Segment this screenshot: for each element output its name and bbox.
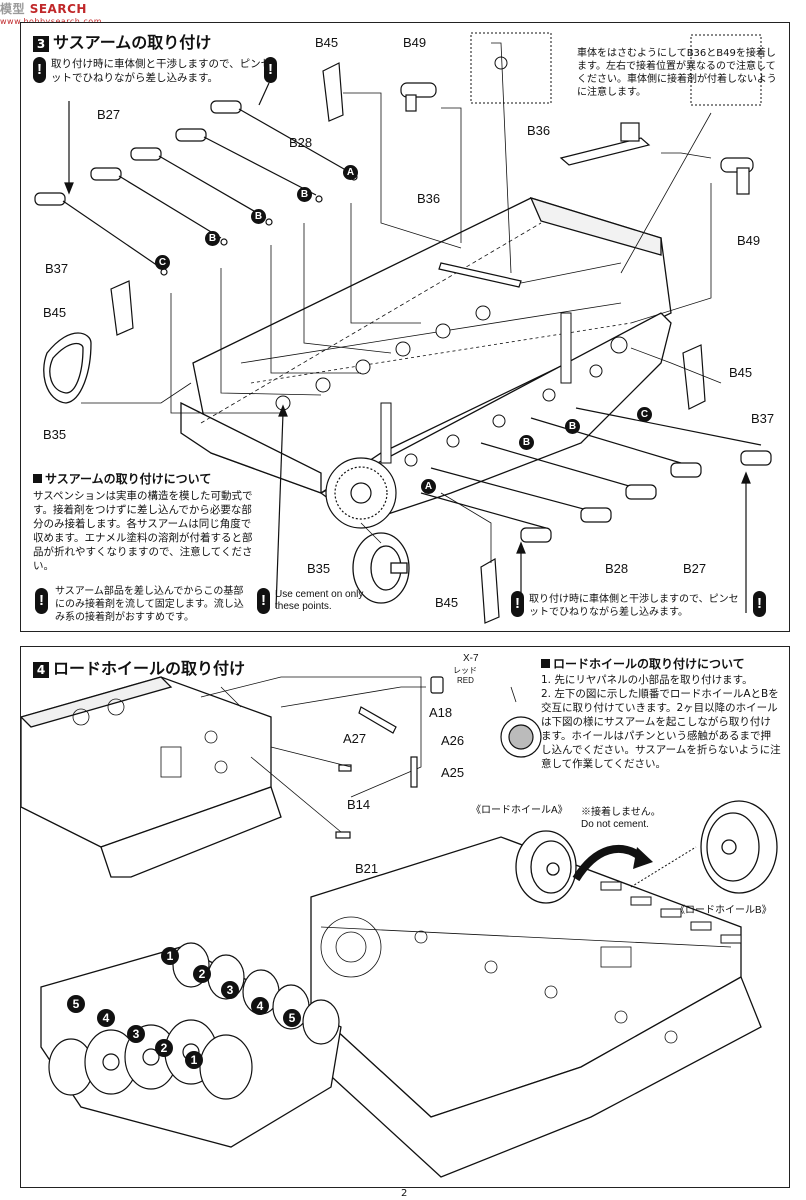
part-label: B49	[737, 233, 761, 248]
order-number: 3	[127, 1025, 145, 1043]
marker-b: B	[519, 435, 534, 450]
warn-bottom-right: 取り付け時に車体側と干渉しますので、ピンセットでひねりながら差し込みます。	[529, 594, 739, 618]
part-label: B36	[417, 191, 441, 206]
step3-title-text: サスアームの取り付け	[53, 33, 212, 52]
warning-icon: !	[264, 57, 277, 83]
part-label: B45	[315, 35, 339, 50]
part-label: B45	[43, 305, 67, 320]
order-number: 2	[155, 1039, 173, 1057]
step3-drawing	[34, 32, 772, 624]
warning-icon: !	[257, 588, 270, 614]
part-label: B28	[605, 561, 629, 576]
part-label: A27	[343, 731, 367, 746]
part-label: B36	[527, 123, 551, 138]
marker-b: B	[565, 419, 580, 434]
warn-top-left: 取り付け時に車体側と干渉しますので、ピンセットでひねりながら差し込みます。	[51, 58, 272, 84]
step4-number: 4	[33, 661, 49, 678]
order-number: 1	[161, 947, 179, 965]
part-label: B35	[307, 561, 331, 576]
part-label: B35	[43, 427, 67, 442]
warn-bottom-en: Use cement on only these points.	[275, 589, 364, 612]
warning-icon: !	[753, 591, 766, 617]
note-top-right: 車体をはさむようにしてB36とB49を接着します。左右で接着位置が異なるので注意…	[577, 48, 777, 98]
watermark: 模型 SEARCH www.hobbysearch.com	[0, 0, 102, 26]
marker-b: B	[297, 187, 312, 202]
order-number: 4	[97, 1009, 115, 1027]
part-label: B28	[289, 135, 313, 150]
about-text: サスペンションは実車の構造を模した可動式です。接着剤をつけずに差し込んでから必要…	[33, 490, 253, 572]
page-number: 2	[401, 1188, 408, 1199]
part-label: B27	[97, 107, 121, 122]
wheel-b-label: 《ロードホイールB》	[675, 905, 772, 916]
no-cement-jp: ※接着しません。	[581, 807, 661, 818]
part-label: A25	[441, 765, 465, 780]
paint-jp: レッド	[453, 666, 477, 675]
part-label: A26	[441, 733, 465, 748]
part-label: B37	[751, 411, 775, 426]
marker-a: A	[343, 165, 358, 180]
part-label: B14	[347, 797, 371, 812]
no-cement-en: Do not cement.	[581, 819, 649, 830]
order-number: 3	[221, 981, 239, 999]
step4-title-text: ロードホイールの取り付け	[53, 659, 246, 678]
warn-bottom-left: サスアーム部品を差し込んでからこの基部にのみ接着剤を流して固定します。流し込み系…	[55, 586, 244, 623]
part-label: B45	[435, 595, 459, 610]
about-heading: サスアームの取り付けについて	[33, 470, 211, 487]
step4-drawing	[21, 676, 778, 1178]
marker-a: A	[421, 479, 436, 494]
step3-number: 3	[33, 35, 49, 52]
order-number: 2	[193, 965, 211, 983]
part-label: B21	[355, 861, 379, 876]
paint-code: X-7	[463, 653, 479, 664]
order-number: 5	[67, 995, 85, 1013]
watermark-part1: 模型	[0, 2, 26, 16]
order-number: 1	[185, 1051, 203, 1069]
about-text: 1. 先にリヤパネルの小部品を取り付けます。 2. 左下の図に示した順番でロード…	[541, 674, 781, 770]
warning-icon: !	[511, 591, 524, 617]
paint-en: RED	[457, 676, 474, 685]
wheel-a-label: 《ロードホイールA》	[471, 805, 568, 816]
marker-c: C	[155, 255, 170, 270]
order-number: 5	[283, 1009, 301, 1027]
marker-c: C	[637, 407, 652, 422]
part-label: A18	[429, 705, 453, 720]
part-label: B37	[45, 261, 69, 276]
warning-icon: !	[35, 588, 48, 614]
part-label: B49	[403, 35, 427, 50]
marker-b: B	[205, 231, 220, 246]
about-heading: ロードホイールの取り付けについて	[541, 655, 745, 672]
order-number: 4	[251, 997, 269, 1015]
watermark-url: www.hobbysearch.com	[0, 17, 102, 26]
part-label: B27	[683, 561, 707, 576]
watermark-part2: SEARCH	[29, 2, 87, 16]
marker-b: B	[251, 209, 266, 224]
part-label: B45	[729, 365, 753, 380]
warning-icon: !	[33, 57, 46, 83]
